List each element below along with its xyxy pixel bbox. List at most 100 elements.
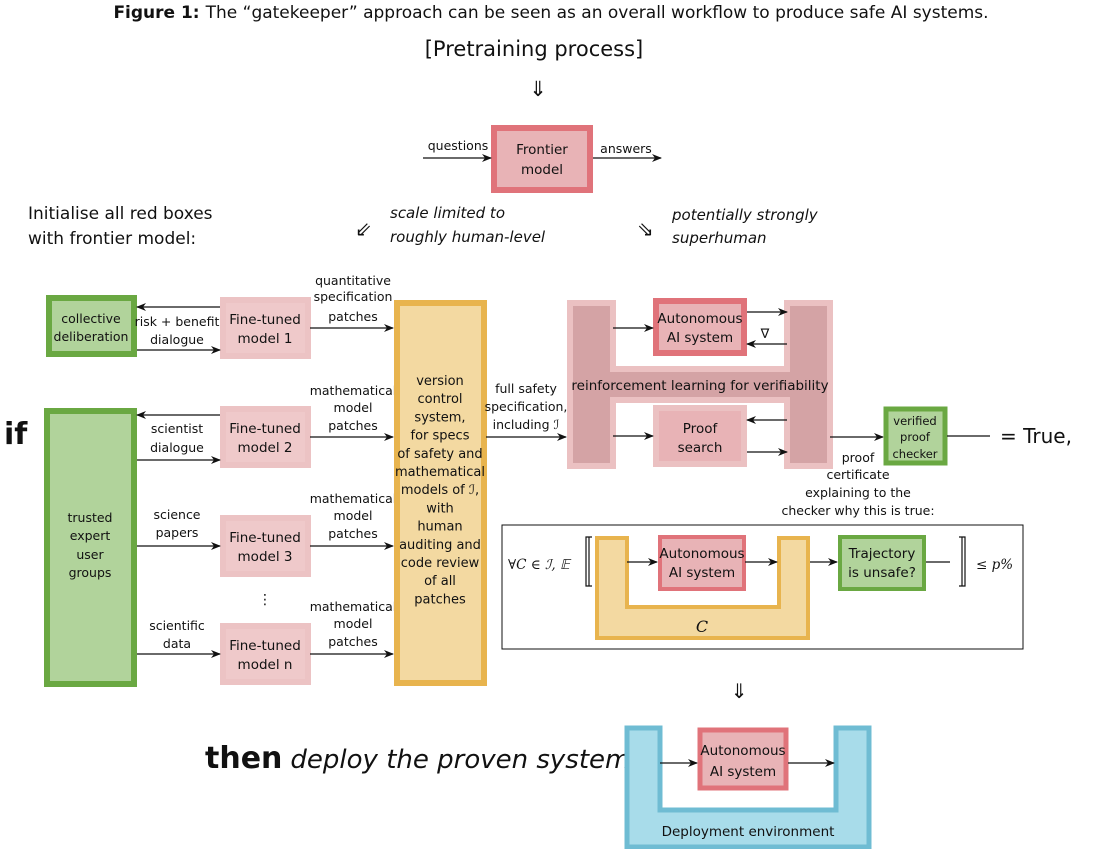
input-label-3-line1: science xyxy=(153,507,200,522)
down-arrow-icon-2: ⇓ xyxy=(731,679,748,703)
svg-text:Autonomous: Autonomous xyxy=(657,311,742,327)
version-control-line: human xyxy=(417,520,462,535)
svg-text:reinforcement learning for ver: reinforcement learning for verifiability xyxy=(571,378,828,394)
superhuman-line2: superhuman xyxy=(672,229,767,247)
svg-text:deliberation: deliberation xyxy=(54,329,129,344)
reinforcement-learning-block: reinforcement learning for verifiability xyxy=(567,300,833,469)
scale-limited-line2: roughly human-level xyxy=(390,228,546,246)
context-c-block: C xyxy=(595,536,810,640)
version-control-line: code review xyxy=(401,556,480,571)
input-label-2-line2: dialogue xyxy=(150,440,204,455)
svg-text:model: model xyxy=(334,616,373,631)
svg-text:model 3: model 3 xyxy=(238,549,293,565)
svg-text:proof: proof xyxy=(842,450,875,465)
svg-text:quantitative: quantitative xyxy=(315,273,391,288)
svg-text:C: C xyxy=(696,617,708,636)
deployment-environment-block: Deployment environment xyxy=(624,725,872,849)
questions-label: questions xyxy=(428,138,489,153)
svg-text:Fine-tuned: Fine-tuned xyxy=(229,530,301,546)
svg-text:mathematical: mathematical xyxy=(310,383,397,398)
fine-tuned-model-1-box: Fine-tuned model 1 xyxy=(220,297,311,359)
fine-tuned-model-2-box: Fine-tuned model 2 xyxy=(220,406,311,468)
input-label-2-line1: scientist xyxy=(151,421,203,436)
version-control-line: for specs xyxy=(411,429,470,444)
svg-text:patches: patches xyxy=(328,634,378,649)
down-arrow-icon: ⇓ xyxy=(529,77,547,101)
svg-text:model: model xyxy=(334,508,373,523)
svg-text:Trajectory: Trajectory xyxy=(848,546,916,562)
svg-text:AI system: AI system xyxy=(710,764,776,780)
version-control-line: of all xyxy=(424,574,456,589)
svg-text:search: search xyxy=(678,440,723,456)
svg-text:Deployment environment: Deployment environment xyxy=(662,824,835,840)
initialise-text-line2: with frontier model: xyxy=(28,229,196,249)
svg-text:user: user xyxy=(76,547,104,562)
svg-text:collective: collective xyxy=(61,311,121,326)
version-control-line: system, xyxy=(414,410,465,425)
svg-text:expert: expert xyxy=(70,528,111,543)
svg-text:checker: checker xyxy=(892,447,937,461)
fine-tuned-model-n-box: Fine-tuned model n xyxy=(220,623,311,685)
svg-text:model 1: model 1 xyxy=(238,331,293,347)
svg-text:patches: patches xyxy=(328,309,378,324)
svg-text:mathematical: mathematical xyxy=(310,599,397,614)
pretraining-label: [Pretraining process] xyxy=(425,37,644,61)
verified-proof-checker-box: verified proof checker xyxy=(883,406,948,466)
svg-text:AI system: AI system xyxy=(667,330,733,346)
expectation-ai-system-box: Autonomous AI system xyxy=(658,535,746,591)
right-double-bracket xyxy=(959,536,966,587)
version-control-line: patches xyxy=(414,592,466,607)
svg-text:specification,: specification, xyxy=(485,399,568,414)
forall-prefix: ∀C ∈ ℐ, 𝔼 xyxy=(508,557,572,573)
svg-text:model n: model n xyxy=(238,657,293,673)
svg-text:Proof: Proof xyxy=(683,421,719,437)
proof-search-box: Proof search xyxy=(653,405,747,467)
svg-text:model: model xyxy=(334,400,373,415)
svg-text:Fine-tuned: Fine-tuned xyxy=(229,312,301,328)
deploy-ai-system-box: Autonomous AI system xyxy=(697,727,789,791)
svg-text:checker why this is true:: checker why this is true: xyxy=(781,503,934,518)
fine-tuned-model-3-box: Fine-tuned model 3 xyxy=(220,515,311,577)
true-result: = True, xyxy=(1000,424,1072,448)
svg-text:explaining to the: explaining to the xyxy=(805,485,911,500)
probability-bound: ≤ p% xyxy=(976,557,1013,573)
svg-text:model: model xyxy=(521,162,563,178)
svg-text:groups: groups xyxy=(69,565,112,580)
figure-caption: Figure 1:The “gatekeeper” approach can b… xyxy=(113,3,988,23)
version-control-line: models of ℐ, xyxy=(401,483,479,498)
version-control-line: control xyxy=(417,392,462,407)
input-label-n-line1: scientific xyxy=(149,618,205,633)
down-left-arrow-icon: ⇙ xyxy=(355,217,372,241)
svg-text:is unsafe?: is unsafe? xyxy=(848,565,916,581)
version-control-line: auditing and xyxy=(399,538,481,553)
scale-limited-line1: scale limited to xyxy=(390,204,505,222)
svg-text:Fine-tuned: Fine-tuned xyxy=(229,421,301,437)
left-double-bracket xyxy=(585,536,592,587)
frontier-model-box: Frontier model xyxy=(491,125,593,193)
answers-label: answers xyxy=(600,141,652,156)
svg-text:Fine-tuned: Fine-tuned xyxy=(229,638,301,654)
input-label-1-line1: risk + benefit xyxy=(135,314,220,329)
svg-text:Autonomous: Autonomous xyxy=(659,546,744,562)
trusted-expert-user-groups-box: trusted expert user groups xyxy=(44,408,137,687)
svg-text:including ℐ: including ℐ xyxy=(493,417,560,432)
svg-text:AI system: AI system xyxy=(669,565,735,581)
svg-text:certificate: certificate xyxy=(826,467,889,482)
trajectory-unsafe-box: Trajectory is unsafe? xyxy=(838,535,926,591)
svg-text:trusted: trusted xyxy=(67,510,112,525)
svg-text:verified: verified xyxy=(893,414,936,428)
input-label-1-line2: dialogue xyxy=(150,332,204,347)
superhuman-line1: potentially strongly xyxy=(671,206,819,224)
initialise-text-line1: Initialise all red boxes xyxy=(28,204,213,224)
svg-text:Autonomous: Autonomous xyxy=(700,743,785,759)
svg-text:patches: patches xyxy=(328,418,378,433)
gradient-icon: ∇ xyxy=(760,327,770,342)
svg-text:Frontier: Frontier xyxy=(516,142,568,158)
svg-text:proof: proof xyxy=(900,430,931,444)
input-label-n-line2: data xyxy=(163,636,191,651)
svg-text:specification: specification xyxy=(314,289,393,304)
svg-text:patches: patches xyxy=(328,526,378,541)
